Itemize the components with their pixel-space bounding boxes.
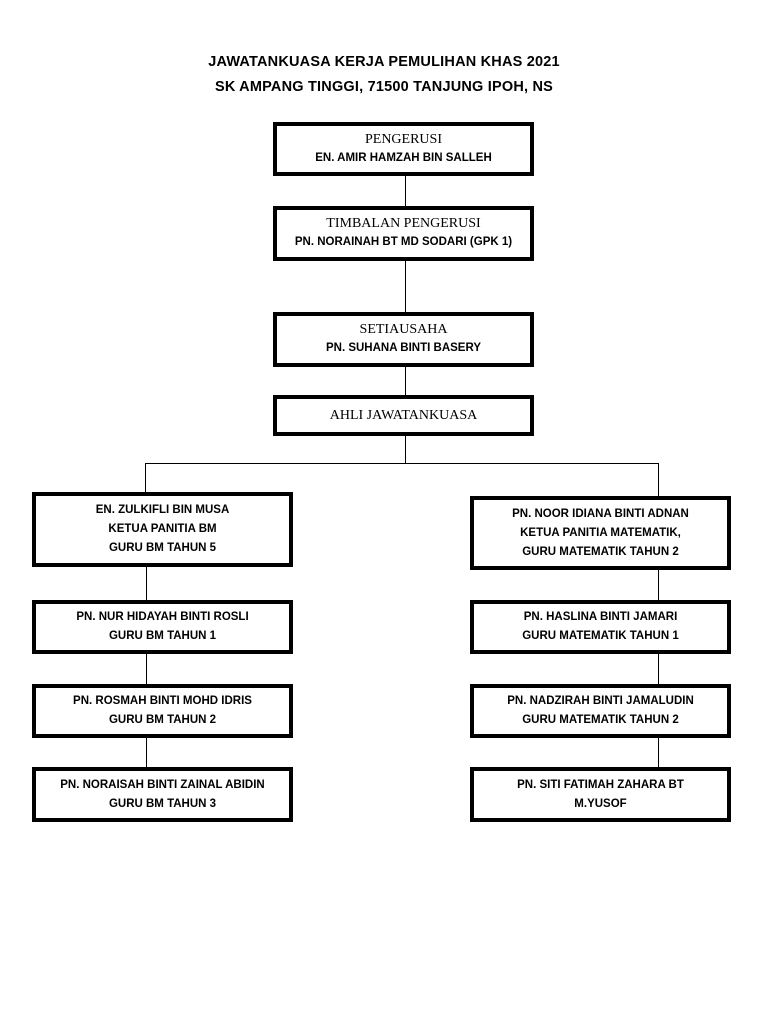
member-left-4-name: PN. NORAISAH BINTI ZAINAL ABIDIN (60, 778, 265, 791)
connector-left-2-3 (146, 652, 147, 686)
connector-right-1-2 (658, 568, 659, 602)
vice-chairman-role: TIMBALAN PENGERUSI (326, 216, 481, 231)
committee-role: AHLI JAWATANKUASA (329, 407, 478, 423)
secretary-name: PN. SUHANA BINTI BASERY (325, 342, 482, 354)
connector-left-1-2 (146, 565, 147, 602)
member-right-2-class: GURU MATEMATIK TAHUN 1 (522, 630, 679, 642)
vice-chairman-box: TIMBALAN PENGERUSI PN. NORAINAH BT MD SO… (273, 206, 534, 261)
chairman-role: PENGERUSI (364, 131, 442, 147)
connector-secretary-committee (405, 365, 406, 397)
member-right-3-class: GURU MATEMATIK TAHUN 2 (522, 714, 679, 726)
member-right-4-name-cont: M.YUSOF (574, 797, 627, 810)
chart-title-line-2: SK AMPANG TINGGI, 71500 TANJUNG IPOH, NS (214, 79, 554, 95)
member-left-3-class: GURU BM TAHUN 2 (108, 714, 217, 726)
chairman-name: EN. AMIR HAMZAH BIN SALLEH (315, 151, 492, 164)
connector-left-3-4 (146, 736, 147, 769)
chart-title-line-1: JAWATANKUASA KERJA PEMULIHAN KHAS 2021 (208, 54, 560, 70)
connector-chairman-vice (405, 174, 406, 208)
chairman-box: PENGERUSI EN. AMIR HAMZAH BIN SALLEH (273, 122, 534, 176)
member-left-1-role: KETUA PANITIA BM (108, 523, 217, 535)
member-left-1-class: GURU BM TAHUN 5 (108, 542, 217, 554)
connector-right-2-3 (658, 652, 659, 686)
member-box-left-4: PN. NORAISAH BINTI ZAINAL ABIDIN GURU BM… (32, 767, 293, 822)
secretary-role: SETIAUSAHA (359, 322, 448, 337)
vice-chairman-name: PN. NORAINAH BT MD SODARI (GPK 1) (294, 236, 513, 248)
member-box-right-2: PN. HASLINA BINTI JAMARI GURU MATEMATIK … (470, 600, 731, 654)
connector-branch-right (658, 463, 659, 498)
member-box-left-2: PN. NUR HIDAYAH BINTI ROSLI GURU BM TAHU… (32, 600, 293, 654)
member-left-4-class: GURU BM TAHUN 3 (108, 797, 217, 810)
member-box-right-1: PN. NOOR IDIANA BINTI ADNAN KETUA PANITI… (470, 496, 731, 570)
member-left-1-name: EN. ZULKIFLI BIN MUSA (95, 504, 230, 516)
member-left-2-class: GURU BM TAHUN 1 (108, 630, 217, 642)
member-right-1-role: KETUA PANITIA MATEMATIK, (520, 526, 681, 539)
connector-branch-left (145, 463, 146, 494)
member-right-1-class: GURU MATEMATIK TAHUN 2 (522, 545, 679, 558)
member-left-3-name: PN. ROSMAH BINTI MOHD IDRIS (73, 695, 252, 707)
member-left-2-name: PN. NUR HIDAYAH BINTI ROSLI (76, 611, 249, 623)
member-right-1-name: PN. NOOR IDIANA BINTI ADNAN (512, 507, 689, 520)
committee-box: AHLI JAWATANKUASA (273, 395, 534, 436)
connector-committee-branch (405, 434, 406, 463)
member-box-left-1: EN. ZULKIFLI BIN MUSA KETUA PANITIA BM G… (32, 492, 293, 567)
connector-branch-horizontal (145, 463, 659, 464)
member-box-left-3: PN. ROSMAH BINTI MOHD IDRIS GURU BM TAHU… (32, 684, 293, 738)
secretary-box: SETIAUSAHA PN. SUHANA BINTI BASERY (273, 312, 534, 367)
member-box-right-4: PN. SITI FATIMAH ZAHARA BT M.YUSOF (470, 767, 731, 822)
member-right-2-name: PN. HASLINA BINTI JAMARI (523, 611, 678, 623)
connector-right-3-4 (658, 736, 659, 769)
member-box-right-3: PN. NADZIRAH BINTI JAMALUDIN GURU MATEMA… (470, 684, 731, 738)
member-right-3-name: PN. NADZIRAH BINTI JAMALUDIN (507, 695, 694, 707)
member-right-4-name: PN. SITI FATIMAH ZAHARA BT (517, 778, 684, 791)
connector-vice-secretary (405, 259, 406, 314)
